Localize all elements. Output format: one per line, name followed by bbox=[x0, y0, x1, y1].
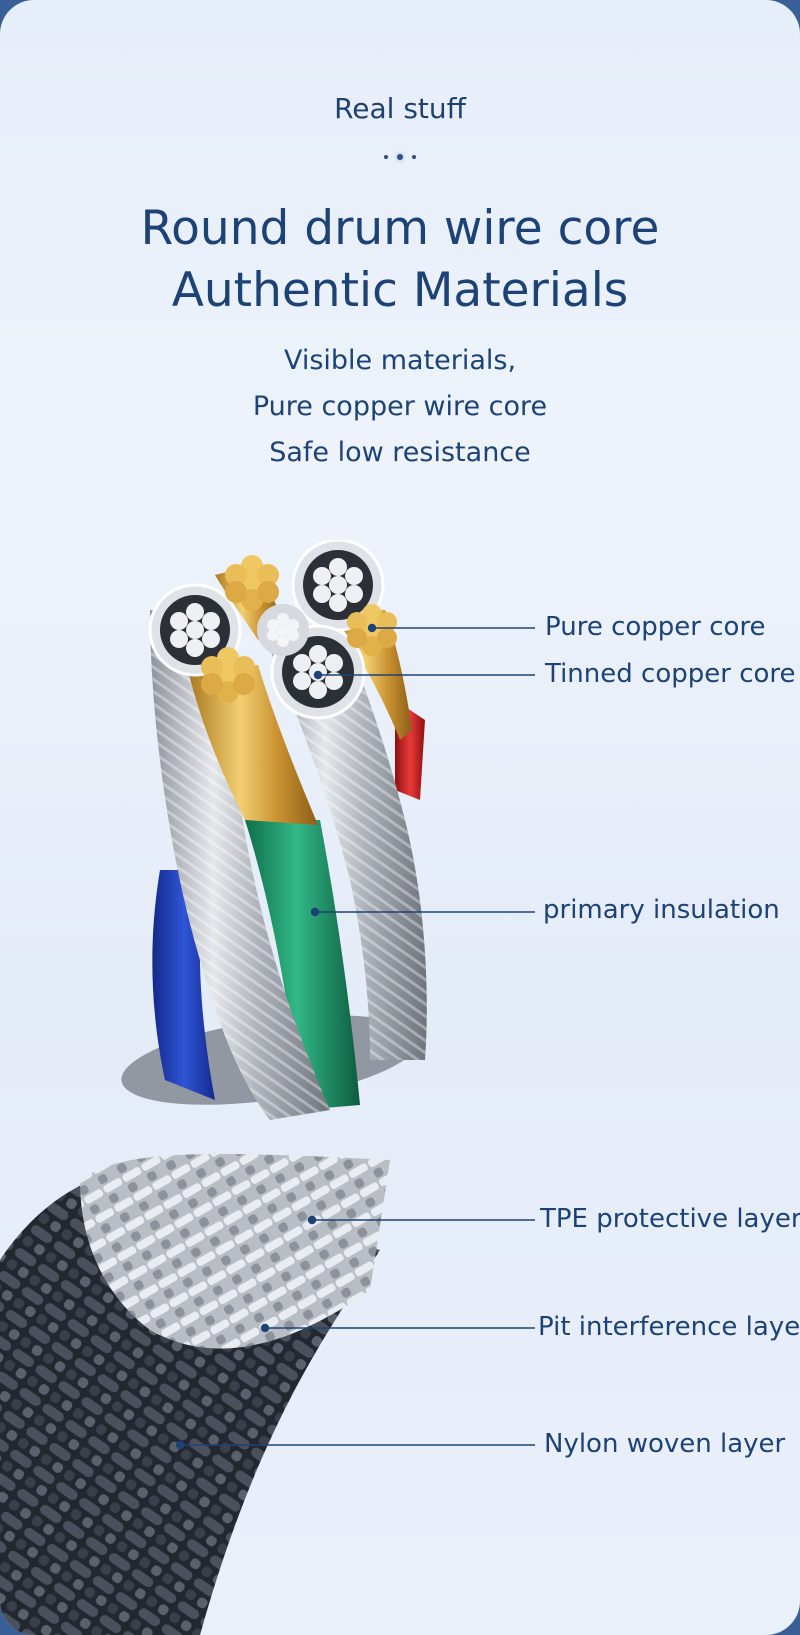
tinned-core-end-center bbox=[257, 604, 309, 656]
callout-tpe-protective-layer: TPE protective layer bbox=[540, 1204, 800, 1234]
callout-tinned-copper-core: Tinned copper core bbox=[545, 659, 796, 689]
shield-braid bbox=[80, 1154, 390, 1349]
tinned-strand-left-texture bbox=[150, 610, 330, 1120]
headline: Round drum wire core Authentic Materials bbox=[0, 198, 800, 322]
copper-strand-front bbox=[188, 665, 318, 825]
green-wire bbox=[245, 820, 360, 1110]
tinned-core-end-top bbox=[291, 540, 385, 632]
tinned-core-end-left bbox=[148, 583, 242, 677]
copper-core-end-front bbox=[201, 647, 255, 703]
callout-pit-interference-layer: Pit interference layer bbox=[538, 1312, 800, 1342]
cable-cross-section-illustration bbox=[0, 540, 535, 1635]
section-subtitle: Real stuff bbox=[334, 92, 466, 125]
copper-core-end-top bbox=[225, 555, 279, 611]
decorative-dots bbox=[0, 154, 800, 160]
tinned-strand-right-texture bbox=[270, 650, 427, 1060]
description: Visible materials, Pure copper wire core… bbox=[0, 338, 800, 476]
description-line-3: Safe low resistance bbox=[269, 437, 531, 468]
callout-pure-copper-core: Pure copper core bbox=[545, 612, 766, 642]
description-line-2: Pure copper wire core bbox=[252, 391, 548, 422]
leader-lines bbox=[175, 623, 535, 1450]
callout-primary-insulation: primary insulation bbox=[543, 895, 780, 925]
headline-line-1: Round drum wire core bbox=[140, 201, 660, 256]
description-line-1: Visible materials, bbox=[283, 345, 517, 376]
headline-line-2: Authentic Materials bbox=[171, 263, 629, 318]
callout-nylon-woven-layer: Nylon woven layer bbox=[544, 1429, 786, 1459]
